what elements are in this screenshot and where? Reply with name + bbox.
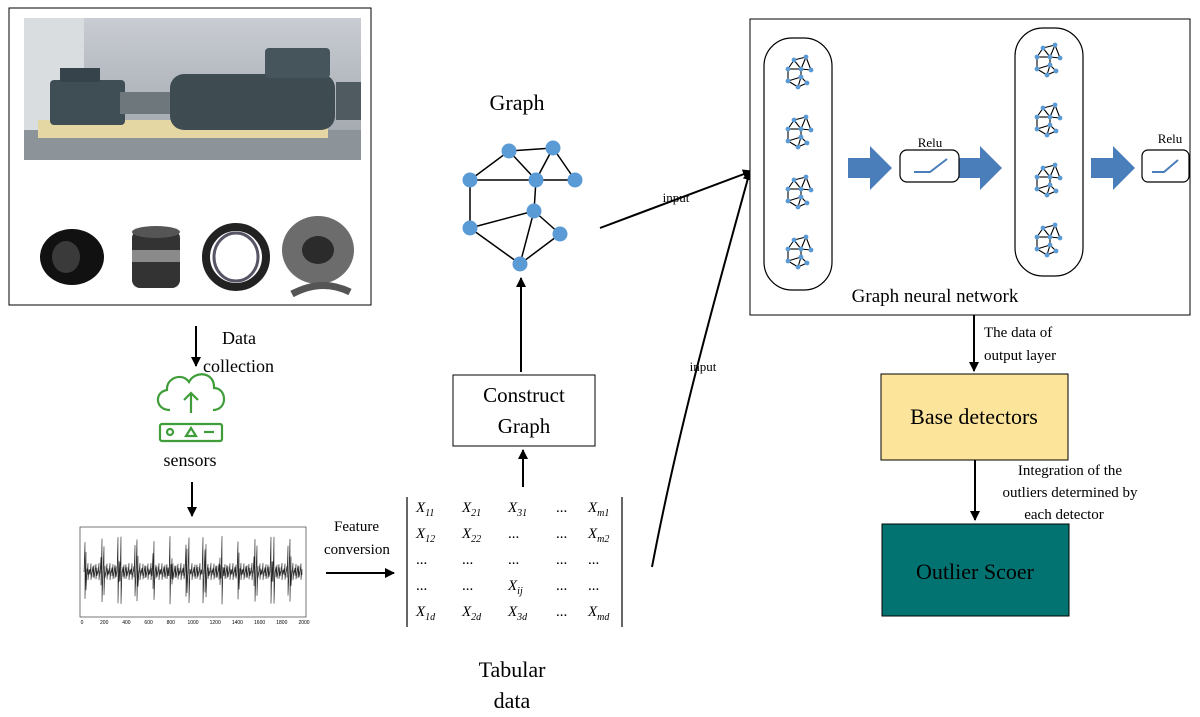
outlier-scorer-label: Outlier Scoer [916,559,1035,584]
block-arrow-3 [1091,146,1135,190]
tabular-data-label-2: data [494,688,531,713]
graph-edges [469,147,576,265]
matrix-cell: X22 [462,526,482,545]
matrix-cell: X31 [508,500,528,519]
matrix-cell: X21 [462,500,482,519]
graph-nodes [462,140,583,272]
matrix-cell: ... [556,526,568,542]
construct-graph-label-1: Construct [483,383,565,407]
matrix-cell: X1d [416,604,436,623]
signal-tick-label: 600 [144,620,153,626]
matrix-cell: X3d [508,604,528,623]
input-label-upper: input [663,190,690,205]
output-layer-label-2: output layer [984,348,1056,364]
outlier-scorer-box [881,523,1070,617]
matrix-cell: X2d [462,604,482,623]
gnn-title: Graph neural network [852,286,1019,307]
feature-conversion-label-1: Feature [334,519,379,535]
matrix-cell: Xij [508,578,523,597]
gnn-hidden-layer [1014,27,1084,277]
matrix-cell: ... [588,578,600,594]
matrix-cell: ... [508,526,520,542]
mini-graph [785,174,814,210]
gnn-mini-graphs [785,42,1063,270]
bearing-parts-photo [40,216,354,298]
cloud-upload-sensor-icon [156,373,226,443]
construct-graph-label-2: Graph [498,414,551,438]
signal-tick-label: 0 [81,620,84,626]
mini-graph [1034,162,1063,198]
matrix-cell: ... [556,552,568,568]
mini-graph [1034,42,1063,78]
matrix-cell: ... [556,578,568,594]
matrix-cell: ... [462,552,474,568]
matrix-cell: Xmd [588,604,610,623]
feature-conversion-label-2: conversion [324,542,390,558]
signal-axis-ticks: 0 200 400 600 800 1000 1200 1400 1600 1800 2000 [81,620,310,626]
signal-tick-label: 1200 [210,620,221,626]
relu-curve-icon-1 [914,158,948,173]
test-rig-photo [24,18,361,160]
construct-graph-box [452,374,596,447]
matrix-cell: X11 [416,500,435,519]
relu-box-1 [899,149,960,183]
block-arrow-2 [958,146,1002,190]
matrix-cell: ... [416,578,428,594]
data-collection-label-1: Data [222,328,256,348]
base-detectors-label: Base detectors [910,404,1038,429]
mini-graph [1034,222,1063,258]
relu-label-2: Relu [1158,131,1183,146]
signal-tick-label: 400 [122,620,131,626]
vibration-signal-plot: 0 200 400 600 800 1000 1200 1400 1600 1800 2000 [79,526,310,626]
signal-tick-label: 2000 [298,620,309,626]
signal-tick-label: 800 [167,620,176,626]
relu-box-2 [1141,149,1190,183]
matrix-cell: X12 [416,526,436,545]
output-layer-label-1: The data of [984,325,1052,341]
relu-curve-icon-2 [1152,159,1179,173]
matrix-cell: ... [588,552,600,568]
relu-label-1: Relu [918,135,943,150]
matrix-cell: ... [416,552,428,568]
input-label-lower: input [690,359,717,374]
signal-waveform [83,536,303,605]
matrix-cell: ... [508,552,520,568]
matrix-cell: ... [462,578,474,594]
mini-graph [785,54,814,90]
matrix-cell: Xm1 [588,500,610,519]
matrix-cell: Xm2 [588,526,610,545]
signal-tick-label: 200 [100,620,109,626]
integration-label-2: outliers determined by [1003,485,1138,501]
mini-graph [1034,102,1063,138]
sensors-label: sensors [164,450,217,470]
signal-tick-label: 1600 [254,620,265,626]
data-collection-label-2: collection [203,356,274,376]
mini-graph [785,234,814,270]
matrix-cell: ... [556,604,568,620]
signal-tick-label: 1000 [187,620,198,626]
graph-title: Graph [490,90,545,115]
block-arrow-1 [848,146,892,190]
tabular-input-arrow [651,170,753,568]
gnn-input-layer [763,37,833,291]
integration-label-1: Integration of the [1018,463,1122,479]
signal-tick-label: 1400 [232,620,243,626]
mini-graph [785,114,814,150]
matrix-cell: ... [556,500,568,516]
tabular-data-label-1: Tabular [479,657,547,682]
signal-tick-label: 1800 [276,620,287,626]
integration-label-3: each detector [1024,507,1104,523]
graph-input-arrow [599,169,753,229]
